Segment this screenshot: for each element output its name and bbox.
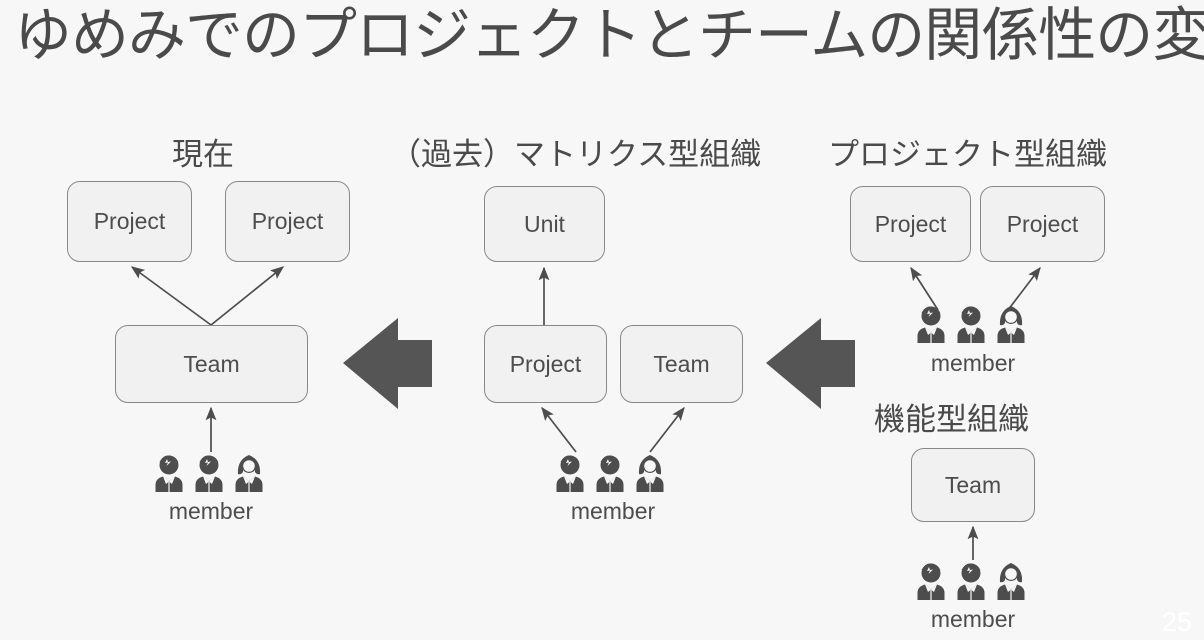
member-group-functional-type — [914, 560, 1028, 600]
box-present-project-1[interactable]: Project — [67, 181, 192, 262]
person-icon-female — [994, 303, 1028, 343]
box-matrix-project[interactable]: Project — [484, 325, 607, 403]
page-title: ゆめみでのプロジェクトとチームの関係性の変遷 — [14, 1, 1204, 69]
box-project-type-project-2[interactable]: Project — [980, 186, 1105, 262]
member-group-present — [152, 452, 266, 492]
member-group-project-type — [914, 303, 1028, 343]
person-icon-male — [192, 452, 226, 492]
member-group-matrix — [553, 452, 667, 492]
person-icon-male — [152, 452, 186, 492]
page-number: 25 — [1161, 607, 1192, 637]
box-functional-type-team[interactable]: Team — [911, 448, 1035, 522]
section-heading-project-type: プロジェクト型組織 — [828, 137, 1107, 173]
person-icon-female — [994, 560, 1028, 600]
person-icon-male — [593, 452, 627, 492]
box-present-project-2[interactable]: Project — [225, 181, 350, 262]
box-project-type-project-1[interactable]: Project — [850, 186, 971, 262]
box-present-team[interactable]: Team — [115, 325, 308, 403]
person-icon-female — [232, 452, 266, 492]
big-arrow-right — [766, 318, 855, 409]
big-arrow-left — [343, 318, 432, 409]
member-caption-matrix: member — [570, 498, 656, 524]
member-caption-functional-type: member — [930, 606, 1016, 632]
person-icon-male — [954, 560, 988, 600]
person-icon-female — [633, 452, 667, 492]
person-icon-male — [914, 303, 948, 343]
box-matrix-team[interactable]: Team — [620, 325, 743, 403]
section-heading-matrix: （過去）マトリクス型組織 — [390, 137, 762, 173]
section-heading-functional-type: 機能型組織 — [874, 402, 1029, 438]
person-icon-male — [553, 452, 587, 492]
person-icon-male — [914, 560, 948, 600]
section-heading-present: 現在 — [172, 137, 234, 173]
person-icon-male — [954, 303, 988, 343]
member-caption-project-type: member — [930, 350, 1016, 376]
box-matrix-unit[interactable]: Unit — [484, 186, 605, 262]
member-caption-present: member — [168, 498, 254, 524]
